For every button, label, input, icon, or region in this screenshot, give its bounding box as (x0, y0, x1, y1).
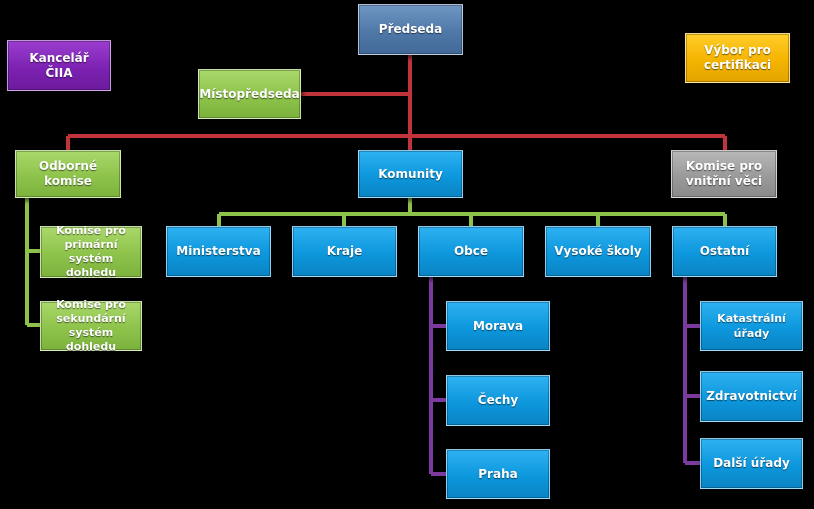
node-zdravotnictvi[interactable]: Zdravotnictví (700, 371, 803, 422)
node-morava[interactable]: Morava (446, 301, 550, 351)
node-kraje-label: Kraje (326, 244, 363, 258)
node-komise-vnitrni-label: Komise pro vnitřní věci (685, 159, 763, 188)
node-komise-vnitrni[interactable]: Komise pro vnitřní věci (671, 150, 777, 198)
node-kraje[interactable]: Kraje (292, 226, 397, 277)
node-komise-sekundarni[interactable]: Komise pro sekundární systém dohledu (40, 298, 142, 353)
node-katastralni-label: Katastrální úřady (717, 312, 786, 340)
green-connectors (25, 198, 727, 327)
node-ministerstva[interactable]: Ministerstva (166, 226, 271, 277)
node-zdravotnictvi-label: Zdravotnictví (706, 389, 797, 403)
node-komunity[interactable]: Komunity (358, 150, 463, 198)
node-katastralni-urady[interactable]: Katastrální úřady (700, 301, 803, 351)
red-connectors (66, 55, 727, 152)
node-vybor-label: Výbor pro certifikaci (703, 43, 772, 72)
node-morava-label: Morava (472, 318, 524, 333)
node-cechy-label: Čechy (477, 393, 519, 407)
node-mistopredseda[interactable]: Místopředseda (198, 69, 301, 119)
node-kancelar-label: Kancelář ČIIA (29, 50, 89, 80)
node-dalsi-label: Další úřady (713, 456, 790, 470)
node-ministerstva-label: Ministerstva (176, 244, 261, 258)
node-obce-label: Obce (453, 244, 489, 258)
node-praha-label: Praha (478, 466, 518, 481)
node-vysoke-skoly-label: Vysoké školy (554, 244, 642, 258)
purple-connectors (429, 277, 700, 476)
node-komise-primarni[interactable]: Komise pro primární systém dohledu (40, 224, 142, 279)
node-komise-primarni-label: Komise pro primární systém dohledu (56, 224, 126, 279)
node-vysoke-skoly[interactable]: Vysoké školy (545, 226, 651, 277)
node-kancelar[interactable]: Kancelář ČIIA (7, 40, 111, 91)
node-predseda-label: Předseda (378, 22, 443, 36)
node-cechy[interactable]: Čechy (446, 375, 550, 426)
node-ostatni-label: Ostatní (699, 244, 750, 258)
node-ostatni[interactable]: Ostatní (672, 226, 777, 277)
node-komunity-label: Komunity (378, 166, 443, 181)
node-predseda[interactable]: Předseda (358, 4, 463, 55)
node-vybor-certifikace[interactable]: Výbor pro certifikaci (685, 33, 790, 83)
node-praha[interactable]: Praha (446, 449, 550, 499)
node-komise-sekundarni-label: Komise pro sekundární systém dohledu (56, 298, 126, 353)
node-odborne-komise-label: Odborné komise (38, 159, 98, 188)
node-mistopredseda-label: Místopředseda (199, 86, 300, 101)
node-odborne-komise[interactable]: Odborné komise (15, 150, 121, 198)
node-dalsi-urady[interactable]: Další úřady (700, 438, 803, 489)
node-obce[interactable]: Obce (418, 226, 524, 277)
